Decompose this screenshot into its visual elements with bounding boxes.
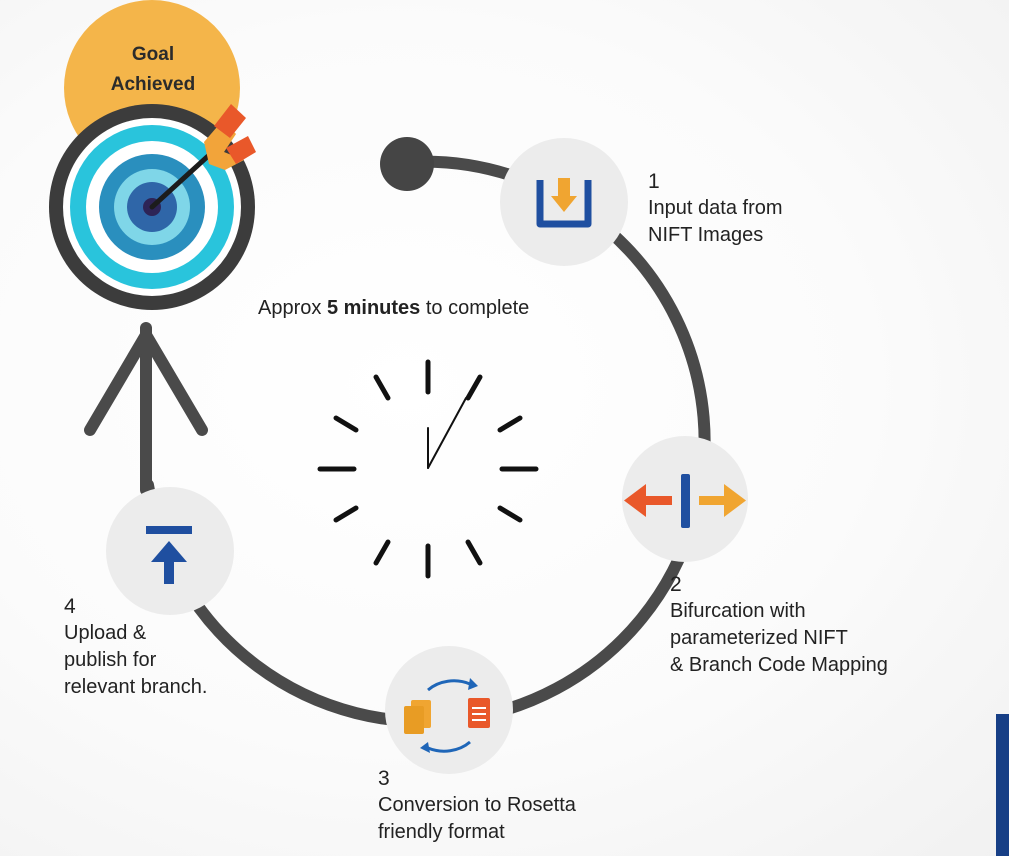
step-2-text-line: & Branch Code Mapping xyxy=(670,654,888,676)
step-3-badge xyxy=(385,646,513,774)
step-2-text-line: Bifurcation with xyxy=(670,600,806,622)
step-1-text-line: Input data from xyxy=(648,197,783,219)
step-1-number: 1 xyxy=(648,170,660,193)
step-1-text-line: NIFT Images xyxy=(648,224,764,246)
step-1-label: 1 Input data from NIFT Images xyxy=(648,168,783,249)
clock-second-hand xyxy=(427,397,467,469)
step-2-label: 2 Bifurcation with parameterized NIFT & … xyxy=(670,571,888,679)
step-4-label: 4 Upload & publish for relevant branch. xyxy=(64,593,207,701)
clock-icon xyxy=(317,359,539,579)
goal-target-icon xyxy=(49,0,256,310)
caption-duration: 5 minutes xyxy=(326,297,421,319)
step-4-number: 4 xyxy=(64,595,76,618)
step-2-text-line: parameterized NIFT xyxy=(670,627,848,649)
step-4-text-line: Upload & xyxy=(64,622,147,644)
step-3-text-line: Conversion to Rosetta xyxy=(378,794,576,816)
goal-label: Goal Achieved xyxy=(88,40,218,100)
caption-suffix: to complete xyxy=(420,297,530,319)
corner-accent-bar xyxy=(996,714,1009,856)
step-4-text-line: relevant branch. xyxy=(64,676,208,698)
upload-icon xyxy=(146,526,192,584)
step-3-text-line: friendly format xyxy=(378,821,505,843)
download-tray-icon xyxy=(536,178,592,228)
time-caption: Approx 5 minutes to complete xyxy=(258,297,529,320)
split-arrows-icon xyxy=(624,474,746,528)
track-start-dot xyxy=(380,137,434,191)
step-3-number: 3 xyxy=(378,767,390,790)
up-arrow-to-goal xyxy=(84,322,208,496)
step-2-number: 2 xyxy=(670,573,682,596)
document-convert-icon xyxy=(404,678,490,753)
goal-label-line1: Goal xyxy=(131,44,175,65)
goal-label-line2: Achieved xyxy=(110,74,196,95)
step-4-badge xyxy=(106,487,234,615)
step-3-label: 3 Conversion to Rosetta friendly format xyxy=(378,765,576,846)
caption-prefix: Approx xyxy=(258,297,327,319)
step-4-text-line: publish for xyxy=(64,649,157,671)
step-2-badge xyxy=(622,436,748,562)
step-1-badge xyxy=(500,138,628,266)
